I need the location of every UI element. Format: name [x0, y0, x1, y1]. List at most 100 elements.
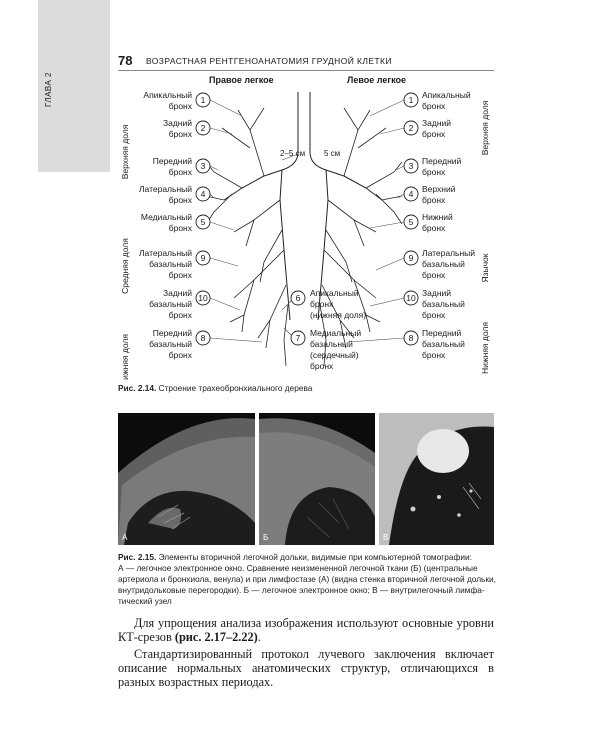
right-bronchus-5-label-line: Медиальный	[141, 212, 192, 222]
running-title: ВОЗРАСТНАЯ РЕНТГЕНОАНАТОМИЯ ГРУДНОЙ КЛЕТ…	[146, 56, 392, 66]
left-bronchus-5-label-line: Нижний	[422, 212, 453, 222]
right-bronchus-8-label-line: Передний	[153, 328, 193, 338]
leader-lines	[209, 99, 405, 343]
bronchus-callouts: 1Апикальныйбронх2Заднийбронх3Переднийбро…	[139, 90, 475, 371]
figure-2-15-line-2: А — легочное электронное окно. Сравнение…	[118, 563, 478, 573]
left-bronchus-3-label-line: бронх	[422, 167, 446, 177]
right-bronchus-2-number: 2	[201, 123, 206, 133]
right-bronchus-8-label-line: базальный	[149, 339, 192, 349]
header-divider	[118, 70, 494, 71]
left-bronchus-1-circle	[403, 92, 419, 108]
figure-reference: (рис. 2.17–2.22)	[174, 630, 258, 644]
right-bronchus-1-label-line: Апикальный	[143, 90, 192, 100]
right-bronchus-5-number: 5	[201, 217, 206, 227]
center-bronchus-6-label-line: Апикальный	[310, 288, 359, 298]
right-bronchus-9-label-line: Латеральный	[139, 248, 192, 258]
ct-panel-c-label: В	[383, 533, 389, 542]
tracheobronchial-tree-diagram: Правое легкое Левое легкое Верхняя доля …	[120, 75, 490, 380]
chapter-label: ГЛАВА 2	[44, 72, 53, 108]
left-bronchus-2-circle	[403, 120, 419, 136]
ct-panel-c: В	[379, 413, 494, 545]
body-paragraph-2-text: Стандартизированный протокол лучевого за…	[118, 647, 494, 689]
center-bronchus-6-label-line: бронх	[310, 299, 334, 309]
left-bronchus-10-number: 10	[406, 293, 416, 303]
left-bronchial-branches	[319, 107, 403, 367]
center-bronchus-7-circle	[290, 330, 306, 346]
left-bronchus-4-circle	[403, 186, 419, 202]
center-bronchus-7-label-line: бронх	[310, 361, 334, 371]
ct-panel-b-label: Б	[263, 533, 269, 542]
right-bronchus-3-label-line: бронх	[169, 167, 193, 177]
ct-panel-a: А	[118, 413, 255, 545]
ct-image-strip: А Б В	[118, 413, 494, 545]
left-bronchus-9-label-line: бронх	[422, 270, 446, 280]
left-lung-title: Левое легкое	[347, 75, 406, 85]
body-paragraph-1: Для упрощения анализа изображения исполь…	[118, 616, 494, 644]
left-bronchus-8-number: 8	[409, 333, 414, 343]
right-lung-title: Правое легкое	[209, 75, 274, 85]
body-paragraph-1-text: Для упрощения анализа изображения исполь…	[118, 616, 494, 644]
right-bronchus-1-label-line: бронх	[169, 101, 193, 111]
right-bronchus-4-number: 4	[201, 189, 206, 199]
left-bronchus-8-circle	[403, 330, 419, 346]
body-paragraph-2: Стандартизированный протокол лучевого за…	[118, 647, 494, 689]
right-bronchus-9-circle	[195, 250, 211, 266]
right-bronchus-5-circle	[195, 214, 211, 230]
right-bronchus-8-number: 8	[201, 333, 206, 343]
right-bronchus-4-label-line: Латеральный	[139, 184, 192, 194]
left-bronchus-2-label-line: Задний	[422, 118, 451, 128]
center-bronchus-7-label-line: (сердечный)	[310, 350, 359, 360]
lobe-label-lower-right: Нижняя доля	[120, 334, 130, 380]
figure-2-15-caption: Рис. 2.15. Элементы вторичной легочной д…	[118, 552, 498, 607]
left-bronchus-9-label-line: Латеральный	[422, 248, 475, 258]
left-bronchus-3-circle	[403, 158, 419, 174]
ct-panel-a-label: А	[122, 533, 128, 542]
right-bronchus-10-number: 10	[198, 293, 208, 303]
left-bronchus-8-label-line: базальный	[422, 339, 465, 349]
lobe-label-middle-right: Средняя доля	[120, 238, 130, 294]
right-bronchus-3-label-line: Передний	[153, 156, 193, 166]
center-bronchus-7-label-line: Медиальный	[310, 328, 361, 338]
right-bronchus-9-label-line: базальный	[149, 259, 192, 269]
right-bronchus-1-circle	[195, 92, 211, 108]
center-bronchus-7-number: 7	[296, 333, 301, 343]
chapter-side-tab	[38, 0, 110, 172]
center-bronchus-6-number: 6	[296, 293, 301, 303]
figure-2-15-line-5: тический узел	[118, 596, 172, 606]
figure-2-14-label: Рис. 2.14.	[118, 383, 157, 393]
figure-2-15-line-3: артериола и бронхиола, венула) и при лим…	[118, 574, 496, 584]
right-bronchus-2-label-line: бронх	[169, 129, 193, 139]
left-bronchus-5-number: 5	[409, 217, 414, 227]
lobe-label-upper-right: Верхняя доля	[120, 124, 130, 179]
right-bronchus-8-label-line: бронх	[169, 350, 193, 360]
left-bronchus-4-number: 4	[409, 189, 414, 199]
right-bronchus-5-label-line: бронх	[169, 223, 193, 233]
right-bronchus-10-label-line: бронх	[169, 310, 193, 320]
left-bronchus-9-circle	[403, 250, 419, 266]
right-bronchus-2-label-line: Задний	[163, 118, 192, 128]
figure-2-14-caption: Рис. 2.14. Строение трахеобронхиального …	[118, 383, 312, 394]
center-bronchus-6-label-line: (нижняя доля)	[310, 310, 366, 320]
left-bronchus-5-circle	[403, 214, 419, 230]
figure-2-14-text: Строение трахеобронхиального дерева	[156, 383, 313, 393]
right-bronchus-1-number: 1	[201, 95, 206, 105]
right-bronchus-4-circle	[195, 186, 211, 202]
measure-label-left: 5 см	[324, 149, 340, 158]
body-paragraph-1-end: .	[257, 630, 261, 644]
left-bronchus-1-label-line: бронх	[422, 101, 446, 111]
